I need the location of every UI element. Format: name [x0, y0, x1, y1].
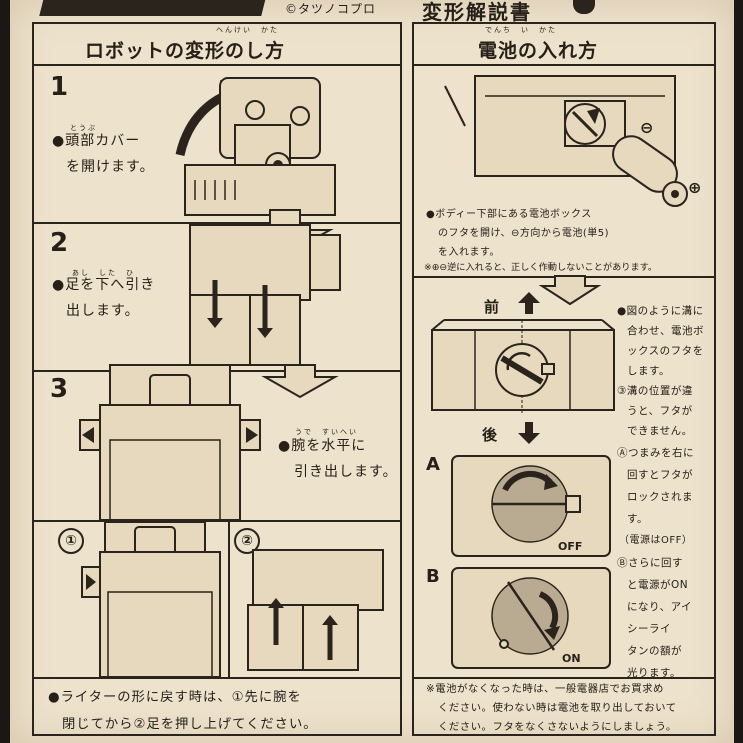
arrow-up-icon: [518, 292, 540, 314]
lock-instruction-line: と電源がON: [627, 579, 689, 591]
step-divider: [32, 520, 402, 522]
arrow-down-icon: [518, 422, 540, 444]
document-number-badge: [573, 0, 595, 14]
robot-arms-extend-illustration: [79, 364, 339, 521]
battery-warning: ※⊕⊖逆に入れると、正しく作動しないことがあります。: [424, 262, 658, 273]
battery-instruction-line: を入れます。: [438, 247, 500, 258]
cover-off-diagram: [451, 455, 611, 557]
bottom-note-line: 閉じてから②足を押し上げてください。: [62, 717, 318, 732]
cover-instruction-line: します。: [627, 365, 670, 377]
state-letter-b: B: [426, 566, 440, 587]
lock-instruction-line: 光ります。: [627, 667, 681, 679]
step-number: 2: [50, 228, 69, 258]
series-logo: [39, 0, 267, 16]
battery-note-line: ※電池がなくなった時は、一般電器店でお買求め: [426, 683, 664, 695]
battery-insertion-illustration: [444, 75, 688, 207]
right-panel-border: [412, 22, 716, 736]
step-number: 1: [50, 72, 69, 102]
lock-instruction-line: タンの額が: [627, 645, 682, 657]
right-bottom-divider: [412, 677, 716, 679]
cover-instruction-line: ックスのフタを: [627, 345, 704, 357]
step-caption-line: 出します。: [66, 303, 140, 319]
lock-instruction-line: ロックされま: [627, 491, 693, 503]
cover-instruction-column: ●図のように溝に 合わせ、電池ボ ックスのフタを します。 ③溝の位置が違 うと…: [617, 301, 704, 441]
battery-note-line: ください。使わない時は電池を取り出しておいて: [438, 702, 677, 714]
state-letter-a: A: [426, 454, 440, 475]
plus-terminal-label: ⊕: [688, 178, 702, 197]
bottom-note-line: ●ライターの形に戻す時は、①先に腕を: [48, 690, 302, 705]
cover-groove-diagram: [431, 319, 615, 414]
right-section-title: 電池の入れ方: [478, 40, 599, 62]
copyright-text: ©タツノコプロ: [285, 2, 377, 16]
sub-step-divider: [228, 520, 230, 677]
lock-instruction-line: シーライ: [627, 623, 671, 635]
sub-step-marker: ②: [234, 528, 260, 554]
cover-instruction-line: 合わせ、電池ボ: [627, 325, 704, 337]
sub-step-marker: ①: [58, 528, 84, 554]
cover-on-diagram: [451, 567, 611, 669]
robot-legs-extend-illustration: [189, 209, 341, 366]
lock-instruction-line: す。: [627, 513, 648, 525]
right-title-divider: [412, 64, 716, 66]
left-title-divider: [32, 64, 402, 66]
cover-instruction-line: できません。: [627, 425, 693, 437]
step-ruby: うで すいへい: [295, 428, 358, 436]
step-ruby: あし した ひ: [72, 269, 135, 277]
bottom-divider: [32, 677, 402, 679]
off-label: OFF: [558, 540, 583, 553]
on-label: ON: [562, 652, 581, 665]
cover-instruction-line: ③溝の位置が違: [617, 385, 693, 397]
lock-instruction-column: Ⓐつまみを右に 回すとフタが ロックされま す。 （電源はOFF） Ⓑさらに回す…: [617, 442, 694, 684]
front-label: 前: [484, 298, 500, 316]
left-panel-border: [32, 22, 402, 736]
step-caption-line: ●足を下へ引き: [52, 277, 156, 293]
step-caption-line: ●頭部カバー: [52, 133, 141, 149]
lock-instruction-line: 回すとフタが: [627, 469, 693, 481]
step-ruby: とうぶ: [70, 124, 97, 132]
robot-legs-retract-illustration: [247, 549, 384, 671]
step-number: 3: [50, 374, 69, 404]
step-caption-line: 引き出します。: [294, 464, 398, 480]
left-section-title: ロボットの変形のし方: [85, 40, 286, 62]
right-title-ruby: でんち い かた: [485, 26, 557, 34]
lock-instruction-line: Ⓐつまみを右に: [617, 447, 694, 459]
battery-instruction-line: ●ボディー下部にある電池ボックス: [426, 209, 592, 220]
step-caption-line: ●腕を水平に: [278, 438, 367, 454]
robot-arms-close-illustration: [81, 521, 221, 678]
robot-head-open-illustration: [175, 77, 336, 216]
back-label: 後: [482, 426, 498, 444]
cover-instruction-line: うと、フタが: [627, 405, 693, 417]
cover-instruction-line: ●図のように溝に: [617, 305, 704, 317]
left-title-ruby: へんけい かた: [216, 26, 279, 34]
lock-instruction-line: Ⓑさらに回す: [617, 557, 683, 569]
document-title: 変形解説書: [422, 0, 532, 24]
step-divider: [32, 222, 402, 224]
minus-terminal-label: ⊖: [640, 118, 654, 137]
lock-instruction-line: （電源はOFF）: [619, 535, 693, 546]
instruction-sheet: ©タツノコプロ 変形解説書 へんけい かた ロボットの変形のし方 1 とうぶ ●…: [10, 0, 734, 743]
battery-note-line: ください。フタをなくさないようにしましょう。: [438, 721, 677, 733]
lock-instruction-line: になり、アイ: [627, 601, 693, 613]
battery-instruction-line: のフタを開け、⊖方向から電池(単5): [438, 228, 610, 239]
down-arrow-icon: [538, 275, 602, 306]
step-caption-line: を開けます。: [66, 159, 155, 175]
